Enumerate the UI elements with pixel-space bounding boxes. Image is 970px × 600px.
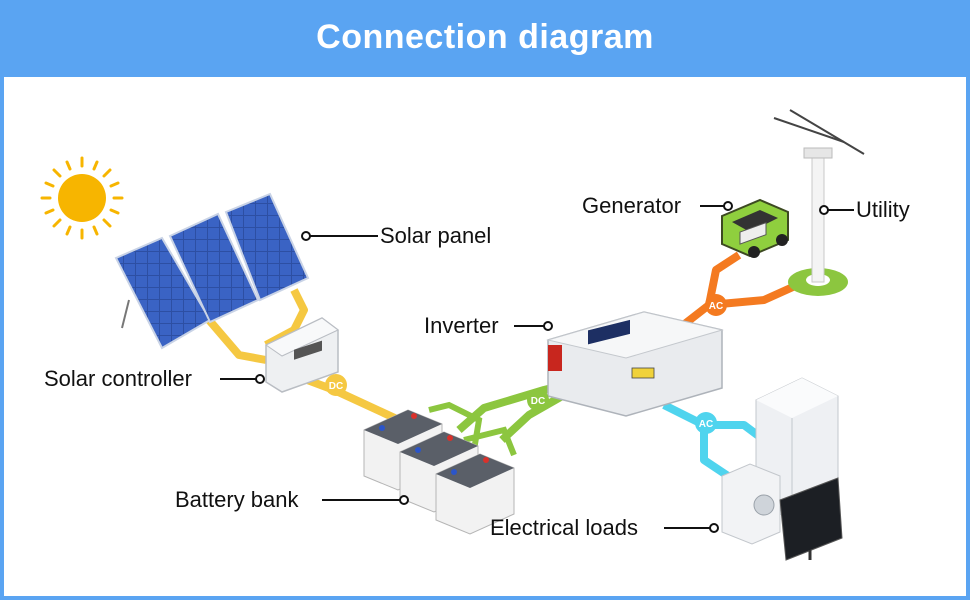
inverter-device — [546, 311, 724, 417]
inverter-label: Inverter — [424, 313, 499, 338]
dc-badge-controller: DC — [325, 374, 347, 396]
utility-label: Utility — [856, 197, 910, 222]
utility-pole — [773, 109, 865, 296]
svg-text:DC: DC — [531, 396, 545, 407]
dc-badge-battery: DC — [527, 389, 549, 411]
electrical-loads-label: Electrical loads — [490, 515, 638, 540]
sun-icon — [40, 156, 124, 240]
solar-controller-device — [265, 317, 339, 393]
electrical-loads-device — [721, 377, 843, 561]
solar-panel-array — [114, 192, 310, 350]
solar-panel-label: Solar panel — [380, 223, 492, 248]
diagram-canvas: DC DC AC AC — [40, 109, 865, 561]
callout-leaders — [220, 201, 854, 533]
generator-label: Generator — [582, 193, 682, 218]
battery-bank-device — [363, 409, 515, 535]
ac-badge-generator: AC — [705, 294, 727, 316]
page-title: Connection diagram — [0, 0, 970, 77]
svg-text:AC: AC — [709, 301, 723, 312]
generator-device — [721, 198, 789, 258]
solar-controller-label: Solar controller — [44, 366, 192, 391]
svg-text:DC: DC — [329, 381, 343, 392]
svg-text:AC: AC — [699, 419, 713, 430]
ac-badge-loads: AC — [695, 412, 717, 434]
battery-link-1 — [428, 401, 517, 457]
battery-bank-label: Battery bank — [175, 487, 299, 512]
